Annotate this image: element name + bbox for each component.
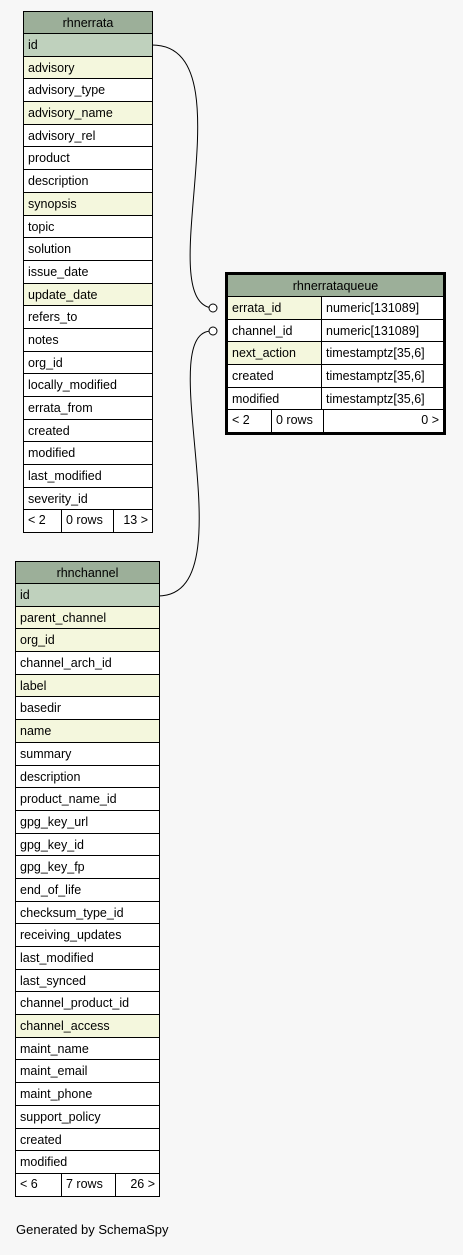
column-row[interactable]: update_date	[24, 283, 152, 307]
column-row[interactable]: receiving_updates	[16, 924, 159, 947]
table-title[interactable]: rhnchannel	[16, 562, 159, 584]
column-row[interactable]: last_synced	[16, 970, 159, 993]
column-row[interactable]: errata_id numeric[131089]	[228, 297, 443, 320]
column-row[interactable]: checksum_type_id	[16, 902, 159, 925]
table-footer: < 6 7 rows 26 >	[16, 1173, 159, 1196]
column-row[interactable]: refers_to	[24, 306, 152, 329]
row-count: 0 rows	[62, 510, 114, 533]
link-errata-id	[151, 44, 213, 309]
column-row[interactable]: last_modified	[24, 465, 152, 488]
column-name: errata_id	[228, 297, 322, 319]
column-row[interactable]: end_of_life	[16, 879, 159, 902]
column-row[interactable]: issue_date	[24, 261, 152, 284]
column-row[interactable]: parent_channel	[16, 606, 159, 630]
column-name: modified	[228, 387, 322, 410]
column-row[interactable]: maint_email	[16, 1060, 159, 1084]
column-row[interactable]: solution	[24, 238, 152, 261]
column-row[interactable]: channel_access	[16, 1015, 159, 1038]
column-row[interactable]: last_modified	[16, 947, 159, 970]
column-row[interactable]: basedir	[16, 697, 159, 721]
column-row[interactable]: support_policy	[16, 1106, 159, 1129]
column-row[interactable]: maint_phone	[16, 1083, 159, 1106]
column-row[interactable]: topic	[24, 216, 152, 239]
column-name: next_action	[228, 342, 322, 365]
column-type: timestamptz[35,6]	[326, 346, 425, 361]
column-row[interactable]: org_id	[24, 352, 152, 375]
column-name: created	[228, 365, 322, 387]
children-count[interactable]: 13 >	[123, 513, 148, 528]
column-row[interactable]: created	[24, 420, 152, 443]
column-row[interactable]: created	[16, 1129, 159, 1152]
column-row[interactable]: label	[16, 674, 159, 698]
column-row[interactable]: next_action timestamptz[35,6]	[228, 342, 443, 366]
column-row[interactable]: errata_from	[24, 397, 152, 420]
column-row[interactable]: synopsis	[24, 192, 152, 216]
table-title[interactable]: rhnerrataqueue	[228, 275, 443, 297]
column-row[interactable]: product	[24, 147, 152, 171]
column-row[interactable]: name	[16, 720, 159, 743]
column-name: channel_id	[228, 319, 322, 342]
column-type: timestamptz[35,6]	[326, 391, 425, 406]
column-row[interactable]: modified	[24, 442, 152, 466]
table-footer: < 2 0 rows 13 >	[24, 510, 152, 533]
column-row[interactable]: description	[16, 766, 159, 789]
column-row[interactable]: maint_name	[16, 1038, 159, 1061]
table-footer: < 2 0 rows 0 >	[228, 410, 443, 433]
column-row[interactable]: advisory_name	[24, 102, 152, 125]
column-row[interactable]: id	[16, 584, 159, 607]
column-row[interactable]: product_name_id	[16, 788, 159, 811]
column-row[interactable]: modified	[16, 1151, 159, 1174]
table-title[interactable]: rhnerrata	[24, 12, 152, 34]
column-row[interactable]: advisory	[24, 56, 152, 80]
column-row[interactable]: gpg_key_id	[16, 834, 159, 857]
column-row[interactable]: summary	[16, 743, 159, 766]
column-type: numeric[131089]	[326, 301, 420, 315]
row-count: 0 rows	[272, 410, 324, 433]
column-row[interactable]: advisory_rel	[24, 125, 152, 148]
column-row[interactable]: id	[24, 34, 152, 57]
column-type: timestamptz[35,6]	[326, 369, 425, 384]
column-type: numeric[131089]	[326, 323, 420, 338]
column-row[interactable]: gpg_key_fp	[16, 856, 159, 879]
column-row[interactable]: org_id	[16, 629, 159, 653]
column-row[interactable]: locally_modified	[24, 374, 152, 397]
children-count[interactable]: 0 >	[421, 413, 439, 428]
column-row[interactable]: channel_id numeric[131089]	[228, 319, 443, 343]
column-row[interactable]: modified timestamptz[35,6]	[228, 387, 443, 411]
column-row[interactable]: channel_product_id	[16, 992, 159, 1016]
link-channel-id	[157, 330, 213, 597]
column-row[interactable]: created timestamptz[35,6]	[228, 365, 443, 388]
parents-count[interactable]: < 6	[16, 1173, 62, 1196]
column-row[interactable]: advisory_type	[24, 79, 152, 103]
parents-count[interactable]: < 2	[24, 510, 62, 533]
row-count: 7 rows	[62, 1173, 116, 1196]
column-row[interactable]: channel_arch_id	[16, 652, 159, 675]
generated-by-label: Generated by SchemaSpy	[16, 1222, 169, 1237]
column-list: errata_id numeric[131089] channel_id numeri…	[228, 297, 443, 411]
column-row[interactable]: gpg_key_url	[16, 811, 159, 834]
column-row[interactable]: severity_id	[24, 488, 152, 511]
parents-count[interactable]: < 2	[228, 410, 272, 433]
column-row[interactable]: notes	[24, 329, 152, 352]
link-end-channel-id	[208, 326, 218, 336]
children-count[interactable]: 26 >	[130, 1176, 155, 1191]
link-end-errata-id	[208, 303, 218, 313]
column-row[interactable]: description	[24, 170, 152, 193]
